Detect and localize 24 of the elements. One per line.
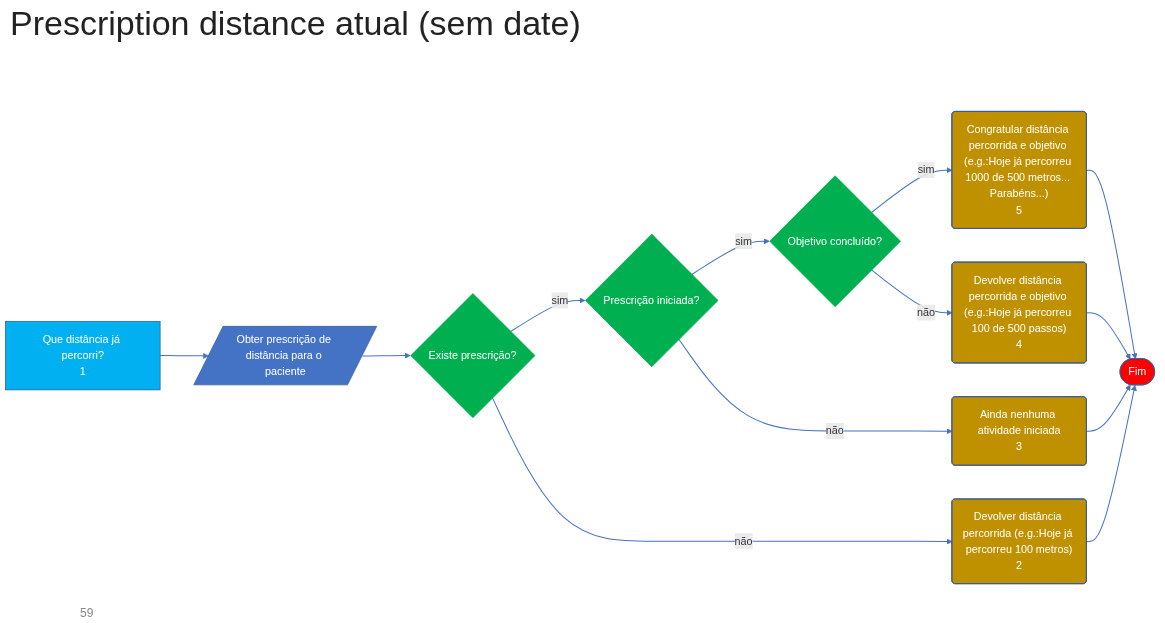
arrow — [491, 397, 953, 545]
arrow — [159, 352, 209, 359]
page-number: 59 — [80, 606, 94, 620]
node-diamond: Objetivo concluído? — [769, 175, 901, 307]
node-box: Que distância já percorri? 1 — [5, 320, 161, 391]
edge-label: sim — [551, 294, 569, 306]
edge-label: sim — [735, 235, 752, 247]
arrow — [1086, 384, 1137, 543]
arrow — [1086, 384, 1131, 432]
edge-label: não — [917, 306, 936, 318]
node-diamond: Prescrição iniciada? — [585, 233, 719, 368]
arrow — [361, 352, 411, 359]
slide-title: Prescription distance atual (sem date) — [10, 4, 582, 44]
arrow — [1086, 169, 1138, 360]
arrow — [678, 338, 953, 435]
arrow — [1086, 312, 1131, 360]
edge-label: não — [734, 535, 753, 547]
arrow — [510, 297, 586, 333]
node-diamond: Existe prescrição? — [410, 293, 536, 419]
arrow — [871, 269, 953, 316]
arrow — [691, 238, 770, 275]
edge-label: não — [825, 424, 844, 437]
arrow — [871, 167, 953, 213]
edge-label: sim — [917, 163, 935, 176]
